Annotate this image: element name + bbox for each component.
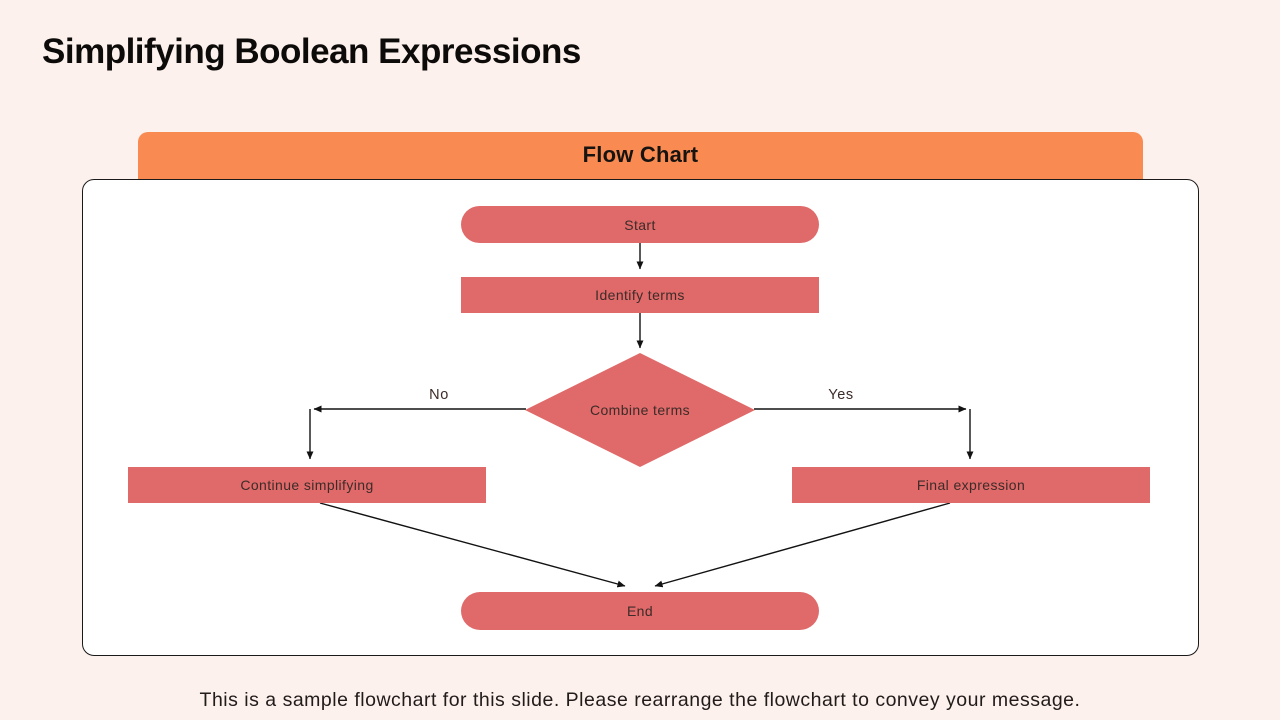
node-final-expression-label: Final expression <box>916 477 1026 493</box>
node-start-label: Start <box>624 216 656 233</box>
node-identify-terms-label: Identify terms <box>595 287 685 303</box>
node-final-expression[interactable]: Final expression <box>792 467 1150 503</box>
node-combine-terms-label: Combine terms <box>589 402 691 418</box>
node-end[interactable]: End <box>461 592 819 630</box>
node-start[interactable]: Start <box>461 206 819 243</box>
node-continue-simplifying[interactable]: Continue simplifying <box>128 467 486 503</box>
edge-label-yes: Yes <box>828 387 854 403</box>
node-end-label: End <box>626 603 654 619</box>
node-continue-simplifying-label: Continue simplifying <box>240 477 374 493</box>
edge-label-no: No <box>429 387 449 403</box>
slide-title: Simplifying Boolean Expressions <box>42 32 581 71</box>
node-identify-terms[interactable]: Identify terms <box>461 277 819 313</box>
slide-caption: This is a sample flowchart for this slid… <box>199 689 1081 711</box>
banner-title: Flow Chart <box>582 142 699 167</box>
